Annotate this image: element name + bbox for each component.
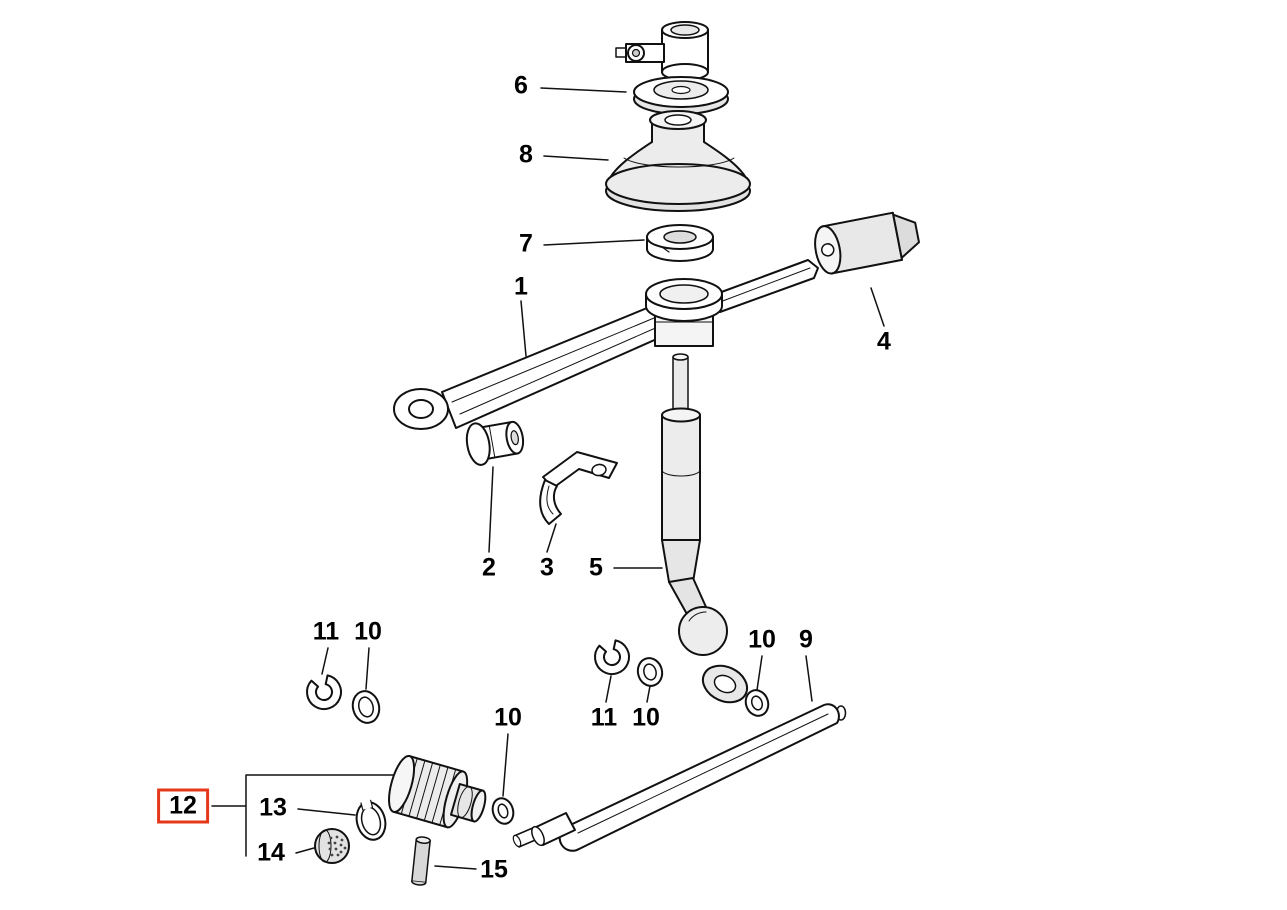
callout-11-left[interactable]: 11 bbox=[312, 617, 340, 646]
callout-9[interactable]: 9 bbox=[799, 625, 813, 654]
callout-14[interactable]: 14 bbox=[257, 838, 285, 867]
callout-12-highlighted[interactable]: 12 bbox=[157, 788, 209, 824]
callout-7[interactable]: 7 bbox=[519, 229, 533, 258]
part-2-bushing[interactable] bbox=[464, 416, 526, 467]
callout-1[interactable]: 1 bbox=[514, 272, 528, 301]
part-5-selector-shaft[interactable] bbox=[661, 353, 753, 709]
part-10-washer-right[interactable] bbox=[742, 687, 772, 719]
part-11-c-clip-mid[interactable] bbox=[591, 638, 633, 679]
callout-12-bracket-line bbox=[211, 774, 401, 857]
part-10-washer-center[interactable] bbox=[489, 796, 516, 827]
callout-2[interactable]: 2 bbox=[482, 553, 496, 582]
part-6-clamp-flange[interactable] bbox=[615, 21, 729, 115]
part-8-boot[interactable] bbox=[605, 110, 751, 212]
part-15-pin[interactable] bbox=[411, 836, 431, 886]
part-12-joint[interactable] bbox=[384, 753, 492, 835]
callout-3[interactable]: 3 bbox=[540, 553, 554, 582]
callout-5[interactable]: 5 bbox=[589, 553, 603, 582]
part-3-clip[interactable] bbox=[539, 451, 618, 525]
part-11-c-clip-left[interactable] bbox=[303, 673, 345, 714]
part-10-ring-left[interactable] bbox=[349, 688, 382, 726]
callout-4[interactable]: 4 bbox=[877, 327, 891, 356]
callout-13[interactable]: 13 bbox=[259, 793, 287, 822]
part-7-bushing[interactable] bbox=[646, 224, 714, 262]
callout-10-right[interactable]: 10 bbox=[748, 625, 776, 654]
callout-6[interactable]: 6 bbox=[514, 71, 528, 100]
callout-15[interactable]: 15 bbox=[480, 855, 508, 884]
callout-11-mid[interactable]: 11 bbox=[590, 703, 618, 732]
part-14-cap[interactable] bbox=[314, 828, 350, 864]
callout-10-left[interactable]: 10 bbox=[354, 617, 382, 646]
part-13-snap-ring[interactable] bbox=[352, 797, 389, 843]
part-10-ring-mid[interactable] bbox=[635, 655, 665, 688]
part-9-selector-rod[interactable] bbox=[512, 703, 847, 852]
callout-10-mid[interactable]: 10 bbox=[632, 703, 660, 732]
knurl-dots bbox=[327, 835, 347, 857]
leader-lines bbox=[211, 87, 885, 870]
part-1-shift-lever[interactable] bbox=[393, 259, 819, 430]
callout-8[interactable]: 8 bbox=[519, 140, 533, 169]
callout-10-center[interactable]: 10 bbox=[494, 703, 522, 732]
part-4-coupling[interactable] bbox=[811, 209, 921, 276]
